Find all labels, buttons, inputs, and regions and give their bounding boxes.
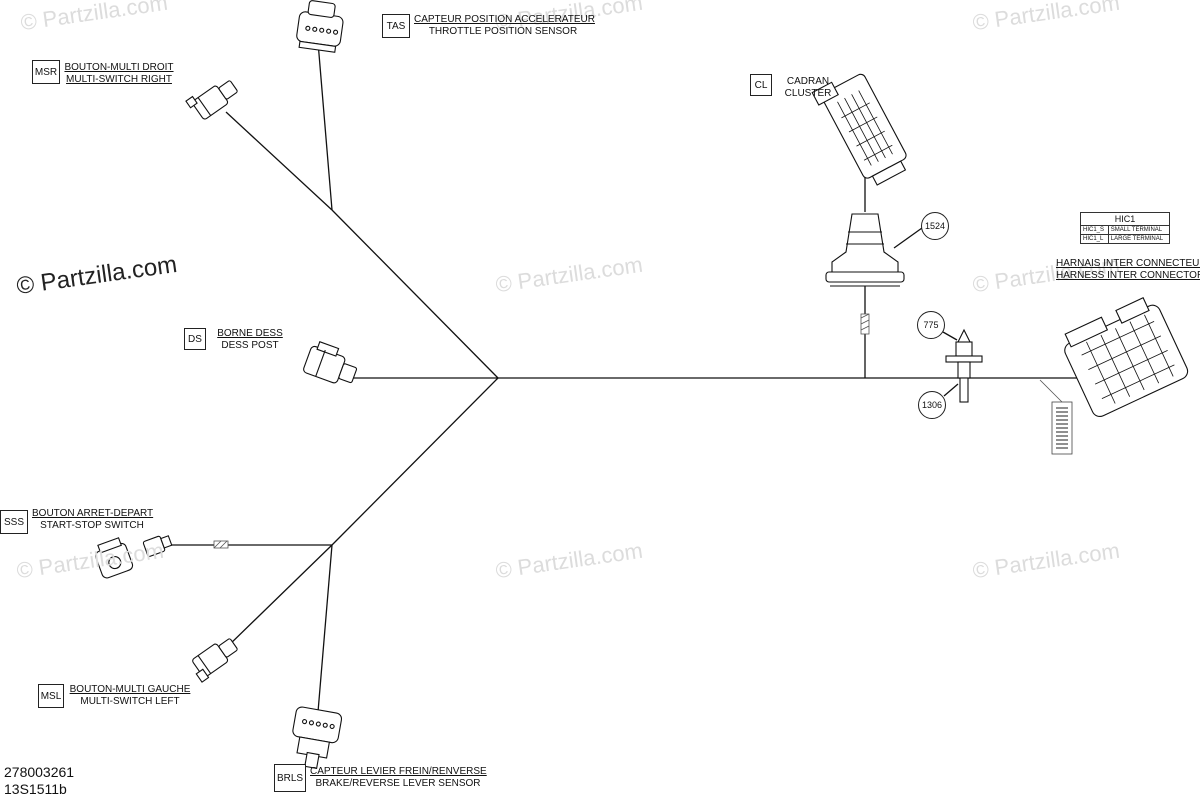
hic-row-desc: LARGE TERMINAL: [1107, 234, 1171, 244]
cl-code: CL: [750, 74, 772, 96]
tas-label-en: THROTTLE POSITION SENSOR: [428, 26, 578, 37]
document-numbers: 278003261 13S1511b: [4, 764, 74, 798]
grommet: [825, 213, 905, 287]
tas-label-fr: CAPTEUR POSITION ACCELERATEUR: [414, 14, 595, 25]
cluster-connector: [811, 73, 907, 186]
msr-label-en: MULTI-SWITCH RIGHT: [66, 74, 172, 85]
tas-wire: [317, 41, 333, 211]
wires: [168, 41, 1085, 713]
ds-label-fr: BORNE DESS: [217, 328, 283, 339]
sss-label-fr: BOUTON ARRET-DEPART: [32, 508, 154, 519]
hic-label-fr: HARNAIS INTER CONNECTEUR: [1056, 258, 1200, 269]
brls-wire: [317, 544, 333, 713]
table-row: HIC1_L LARGE TERMINAL: [1080, 234, 1171, 244]
ds-label-en: DESS POST: [221, 340, 279, 351]
leader-1306: [943, 383, 959, 397]
sss-switch: [95, 535, 173, 579]
brls-connector: [292, 706, 343, 770]
tas-code: TAS: [382, 14, 410, 38]
lower-branch-wire: [331, 377, 499, 546]
msl-label-en: MULTI-SWITCH LEFT: [80, 696, 180, 707]
msr-wire: [225, 111, 333, 211]
msr-connector: [185, 80, 238, 120]
msl-label-fr: BOUTON-MULTI GAUCHE: [69, 684, 191, 695]
ds-connector: [303, 341, 358, 384]
tas-connector: [296, 0, 344, 53]
callout-1306: 1306: [918, 391, 946, 419]
msr-label: BOUTON-MULTI DROIT MULTI-SWITCH RIGHT: [64, 62, 174, 86]
brls-code: BRLS: [274, 764, 306, 792]
hic-terminal-table: HIC1 HIC1_S SMALL TERMINAL HIC1_L LARGE …: [1080, 212, 1171, 244]
msl-code: MSL: [38, 684, 64, 708]
leader-775: [942, 331, 958, 341]
msl-wire: [225, 544, 333, 649]
brls-label-en: BRAKE/REVERSE LEVER SENSOR: [315, 778, 481, 789]
cl-label-fr: CADRAN: [786, 76, 830, 87]
hic-connector: [1064, 297, 1189, 417]
ds-code: DS: [184, 328, 206, 350]
msr-code: MSR: [32, 60, 60, 84]
hic-label-en: HARNESS INTER CONNECTOR: [1056, 270, 1200, 281]
msl-label: BOUTON-MULTI GAUCHE MULTI-SWITCH LEFT: [68, 684, 192, 708]
hic-row-desc: SMALL TERMINAL: [1107, 225, 1171, 235]
upper-branch-wire: [331, 209, 499, 379]
hic-table-title: HIC1: [1080, 212, 1170, 226]
drawing-id: 13S1511b: [4, 781, 67, 797]
sss-code: SSS: [0, 510, 28, 534]
cl-label: CADRAN CLUSTER: [776, 76, 840, 100]
leader-1524: [893, 227, 923, 249]
ds-label: BORNE DESS DESS POST: [216, 328, 284, 352]
stud-terminal: [945, 328, 983, 403]
tape-markers: [213, 313, 870, 549]
sss-label: BOUTON ARRET-DEPART START-STOP SWITCH: [32, 508, 154, 532]
callout-1524: 1524: [921, 212, 949, 240]
callout-775: 775: [917, 311, 945, 339]
cl-label-en: CLUSTER: [784, 88, 832, 99]
hic-label: HARNAIS INTER CONNECTEUR HARNESS INTER C…: [1056, 258, 1200, 282]
hic-row-code: HIC1_S: [1080, 225, 1109, 235]
part-number: 278003261: [4, 764, 75, 780]
msl-connector: [192, 638, 238, 683]
sss-label-en: START-STOP SWITCH: [40, 520, 144, 531]
hic-barcode: [1039, 379, 1073, 455]
brls-label: CAPTEUR LEVIER FREIN/RENVERSE BRAKE/REVE…: [310, 766, 487, 790]
hic-row-code: HIC1_L: [1080, 234, 1109, 244]
table-row: HIC1_S SMALL TERMINAL: [1080, 225, 1171, 235]
brls-label-fr: CAPTEUR LEVIER FREIN/RENVERSE: [310, 766, 487, 777]
tas-label: CAPTEUR POSITION ACCELERATEUR THROTTLE P…: [414, 14, 595, 38]
msr-label-fr: BOUTON-MULTI DROIT: [64, 62, 174, 73]
